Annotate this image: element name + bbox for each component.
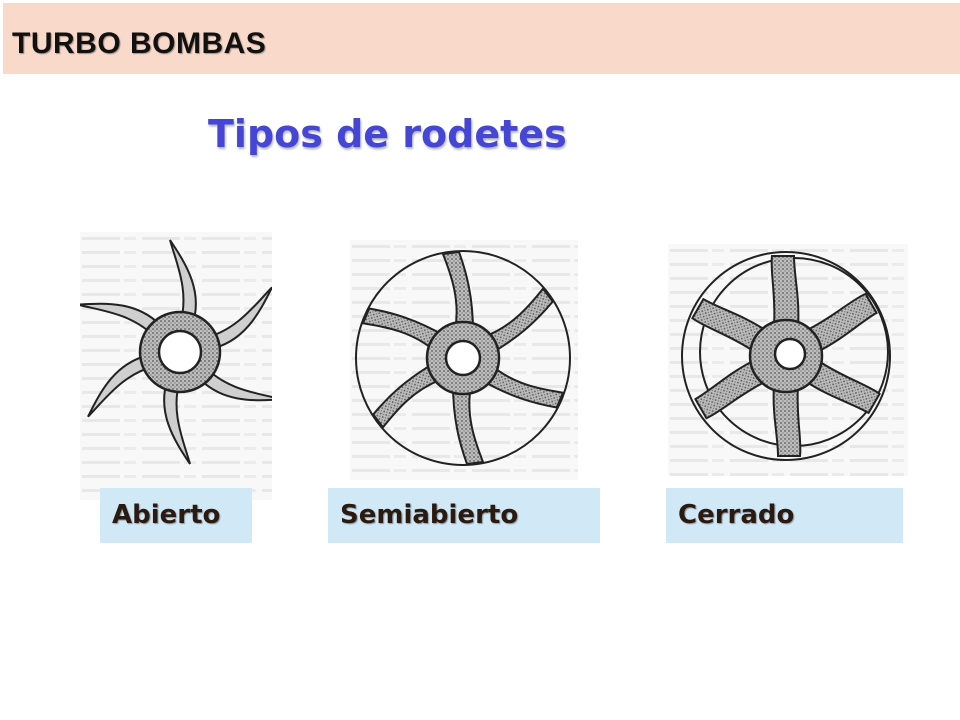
label-abierto: Abierto — [112, 500, 221, 530]
semi-open-impeller-icon — [350, 240, 578, 480]
header-title: TURBO BOMBAS — [12, 27, 267, 60]
header-bar — [3, 3, 960, 74]
label-cerrado: Cerrado — [678, 500, 795, 530]
label-semiabierto-box: Semiabierto — [328, 488, 600, 543]
closed-impeller-icon — [668, 244, 908, 476]
label-abierto-box: Abierto — [100, 488, 252, 543]
slide-title: Tipos de rodetes — [208, 112, 567, 156]
open-impeller-icon — [80, 232, 272, 500]
label-cerrado-box: Cerrado — [666, 488, 903, 543]
label-semiabierto: Semiabierto — [340, 500, 519, 530]
